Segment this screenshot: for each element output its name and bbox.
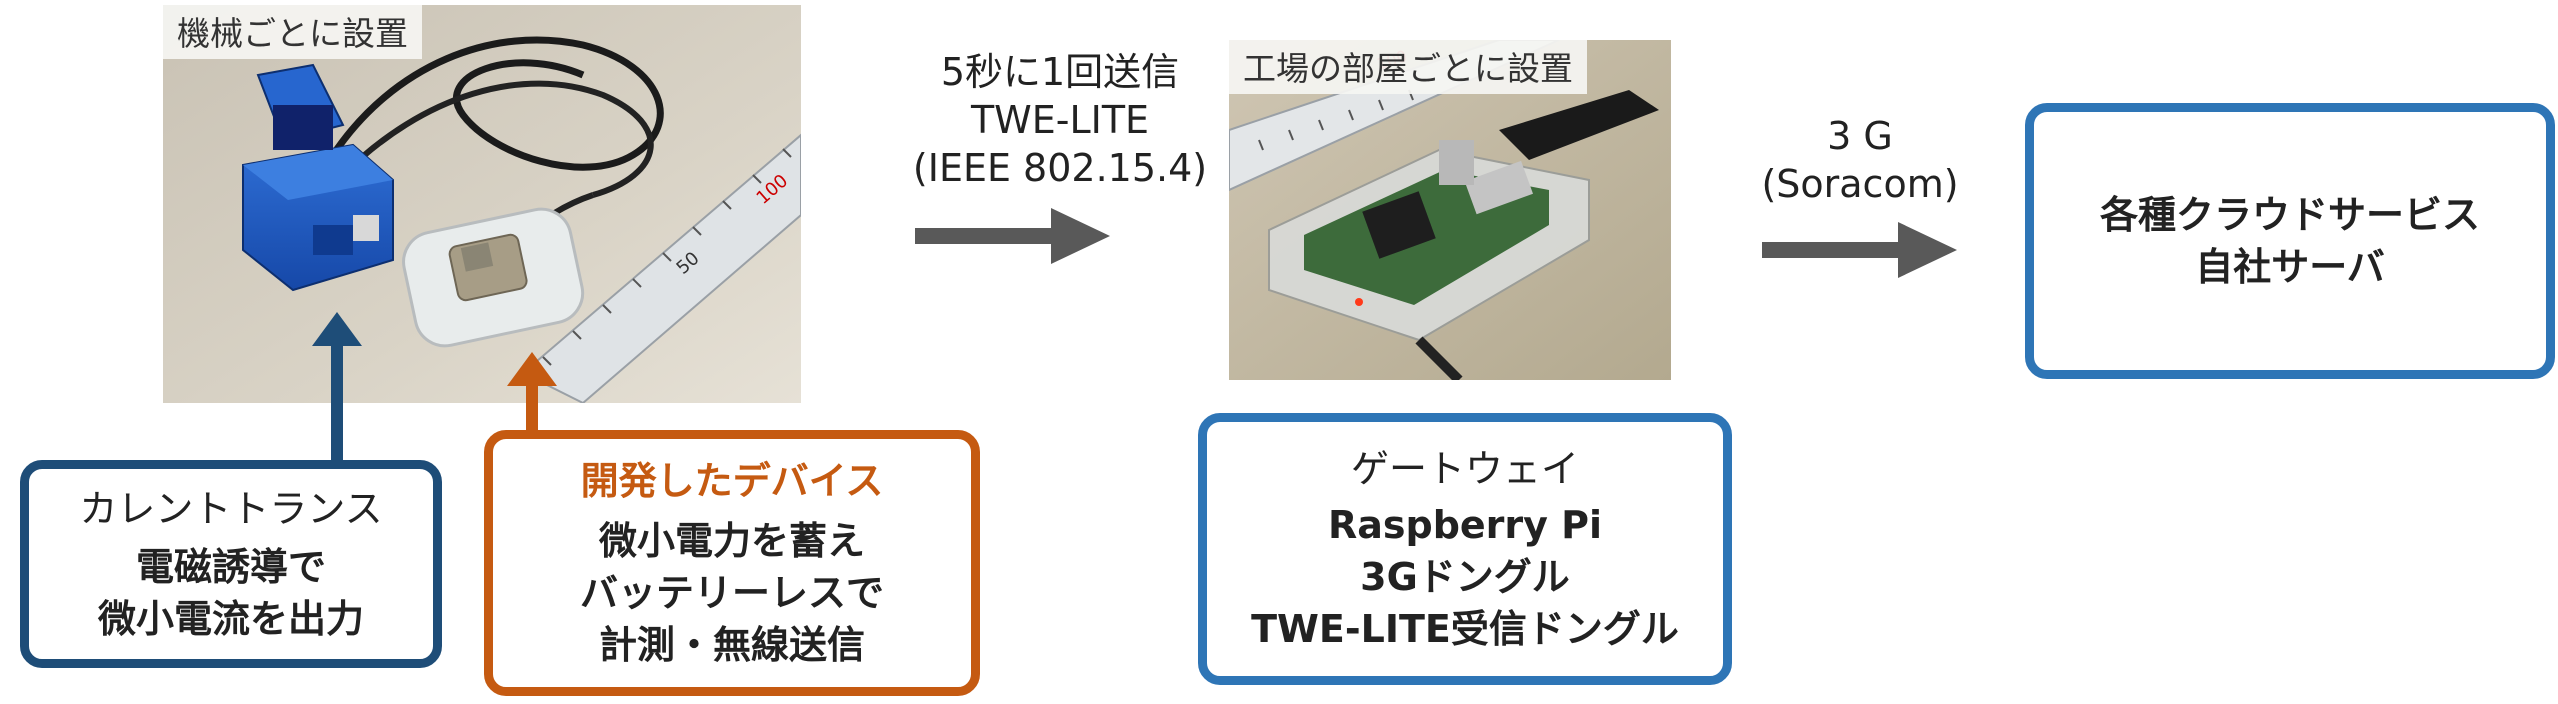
link1-label: 5秒に1回送信 TWE-LITE (IEEE 802.15.4) <box>860 48 1260 192</box>
ct-box: カレントトランス 電磁誘導で 微小電流を出力 <box>20 460 442 668</box>
arrow-device-to-gateway <box>915 208 1110 264</box>
link2-provider: (Soracom) <box>1761 162 1959 206</box>
gateway-box: ゲートウェイ Raspberry Pi 3Gドングル TWE-LITE受信ドング… <box>1198 413 1732 685</box>
gateway-line1: Raspberry Pi <box>1327 503 1603 547</box>
sensor-photo: 50 100 機械ごとに設置 <box>163 5 801 403</box>
arrow-gateway-to-cloud <box>1762 222 1957 278</box>
link1-interval: 5秒に1回送信 <box>940 50 1180 94</box>
gateway-title: ゲートウェイ <box>1350 447 1579 491</box>
gateway-photo: 100 工場の部屋ごとに設置 <box>1229 40 1671 380</box>
link1-standard: (IEEE 802.15.4) <box>912 146 1208 190</box>
link2-network: 3 G <box>1827 114 1893 158</box>
device-title: 開発したデバイス <box>580 459 884 503</box>
arrow-device-to-sensor <box>507 352 557 432</box>
device-line3: 計測・無線送信 <box>598 623 865 667</box>
ct-line2: 微小電流を出力 <box>97 597 364 641</box>
device-line2: バッテリーレスで <box>579 571 884 615</box>
cloud-line1: 各種クラウドサービス <box>2099 193 2480 237</box>
device-line1: 微小電力を蓄え <box>598 519 865 563</box>
ct-line1: 電磁誘導で <box>135 545 326 589</box>
gateway-photo-caption: 工場の部屋ごとに設置 <box>1229 40 1587 94</box>
cloud-line2: 自社サーバ <box>2195 245 2385 289</box>
sensor-photo-caption: 機械ごとに設置 <box>163 5 422 59</box>
sensor-photo-illustration: 50 100 <box>163 5 801 403</box>
link1-protocol: TWE-LITE <box>970 98 1150 142</box>
gateway-line2: 3Gドングル <box>1360 555 1570 599</box>
link2-label: 3 G (Soracom) <box>1720 112 2000 208</box>
device-box: 開発したデバイス 微小電力を蓄え バッテリーレスで 計測・無線送信 <box>484 430 980 696</box>
cloud-box: 各種クラウドサービス 自社サーバ <box>2025 103 2555 379</box>
ct-title: カレントトランス <box>79 487 383 531</box>
gateway-line3: TWE-LITE受信ドングル <box>1251 607 1679 651</box>
arrow-ct-to-sensor <box>312 312 362 462</box>
